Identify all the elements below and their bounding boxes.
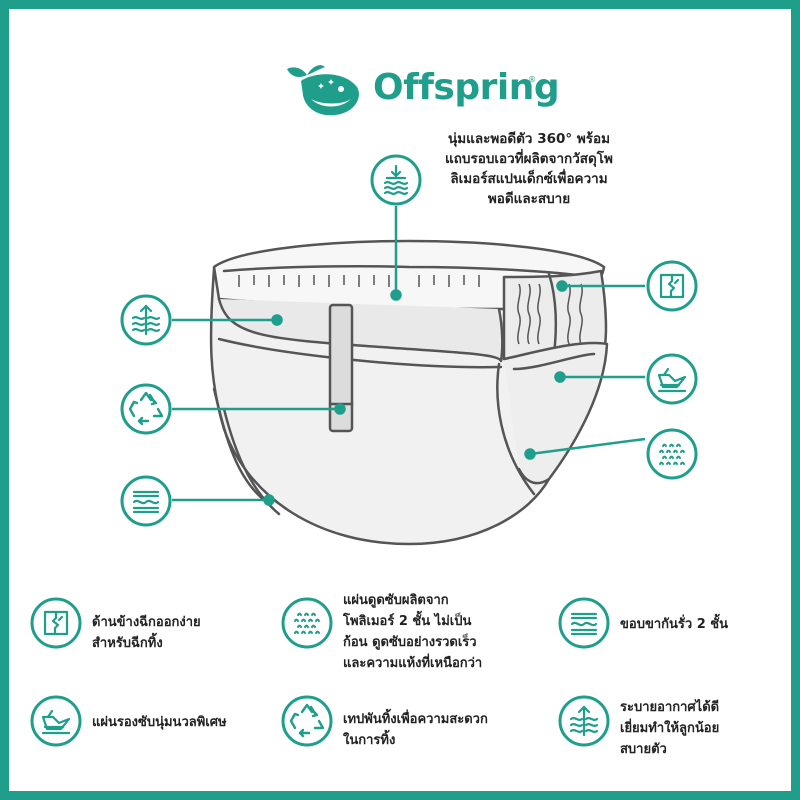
soft-layers-icon (370, 154, 422, 206)
feature-leak-guard-icon (558, 597, 610, 649)
top-callout-line: พอดีและสบาย (487, 191, 571, 207)
brand-reg-mark: ® (528, 75, 536, 84)
brand-name: Offspring (373, 67, 560, 108)
recycle-icon (120, 383, 172, 435)
feature-line: สบายตัว (620, 742, 667, 757)
top-callout-line: ลิเมอร์สแปนเด็กซ์เพื่อความ (450, 171, 608, 187)
feature-line: ในการทิ้ง (343, 733, 396, 748)
top-callout-line: แถบรอบเอวที่ผลิตจากวัสดุโพ (445, 151, 613, 167)
whale-logo-icon (287, 65, 359, 116)
feature-line: เทปพันทิ้งเพื่อความสะดวก (343, 712, 488, 727)
feature-line: เยี่ยมทำให้ลูกน้อย (620, 721, 720, 736)
feature-tear-side-text: ด้านข้างฉีกออกง่าย สำหรับฉีกทิ้ง (92, 612, 201, 654)
top-callout-text: นุ่มและพอดีตัว 360° พร้อม แถบรอบเอวที่ผล… (409, 129, 649, 209)
feature-recycle-icon (281, 695, 333, 747)
feature-leak-guard-text: ขอบขากันรั่ว 2 ชั้น (620, 614, 728, 635)
feature-absorbent-core-icon (281, 597, 333, 649)
feature-tear-side-icon (30, 597, 82, 649)
feature-line: และความแห้งที่เหนือกว่า (343, 656, 483, 671)
feature-soft-pad-text: แผ่นรองซับนุ่มนวลพิเศษ (92, 712, 227, 733)
absorbent-core-icon (646, 428, 698, 480)
feature-line: สำหรับฉีกทิ้ง (92, 636, 163, 651)
top-callout-line: นุ่มและพอดีตัว 360° พร้อม (448, 131, 610, 147)
breathable-icon (120, 294, 172, 346)
diaper-diagram (172, 206, 646, 546)
fastening-tape (328, 303, 354, 433)
feature-line: แผ่นดูดซับผลิตจาก (343, 593, 449, 608)
feature-line: ขอบขากันรั่ว 2 ชั้น (620, 617, 728, 632)
feature-breathable-text: ระบายอากาศได้ดี เยี่ยมทำให้ลูกน้อย สบายต… (620, 697, 719, 760)
feature-absorbent-core-text: แผ่นดูดซับผลิตจาก โพลิเมอร์ 2 ชั้น ไม่เป… (343, 590, 482, 674)
offspring-logo: Offspring ® (281, 59, 560, 119)
feature-line: โพลิเมอร์ 2 ชั้น ไม่เป็น (343, 614, 472, 629)
tear-side-icon (646, 260, 698, 312)
feature-line: ก้อน ดูดซับอย่างรวดเร็ว (343, 635, 477, 650)
soft-pad-icon (646, 353, 698, 405)
leg-cuff (502, 341, 609, 485)
feature-breathable-icon (558, 695, 610, 747)
leak-guard-icon (120, 475, 172, 527)
feature-line: แผ่นรองซับนุ่มนวลพิเศษ (92, 715, 227, 730)
feature-line: ด้านข้างฉีกออกง่าย (92, 615, 201, 630)
feature-soft-pad-icon (30, 695, 82, 747)
front-panel (217, 297, 504, 363)
feature-line: ระบายอากาศได้ดี (620, 700, 720, 715)
feature-recycle-text: เทปพันทิ้งเพื่อความสะดวก ในการทิ้ง (343, 709, 488, 751)
